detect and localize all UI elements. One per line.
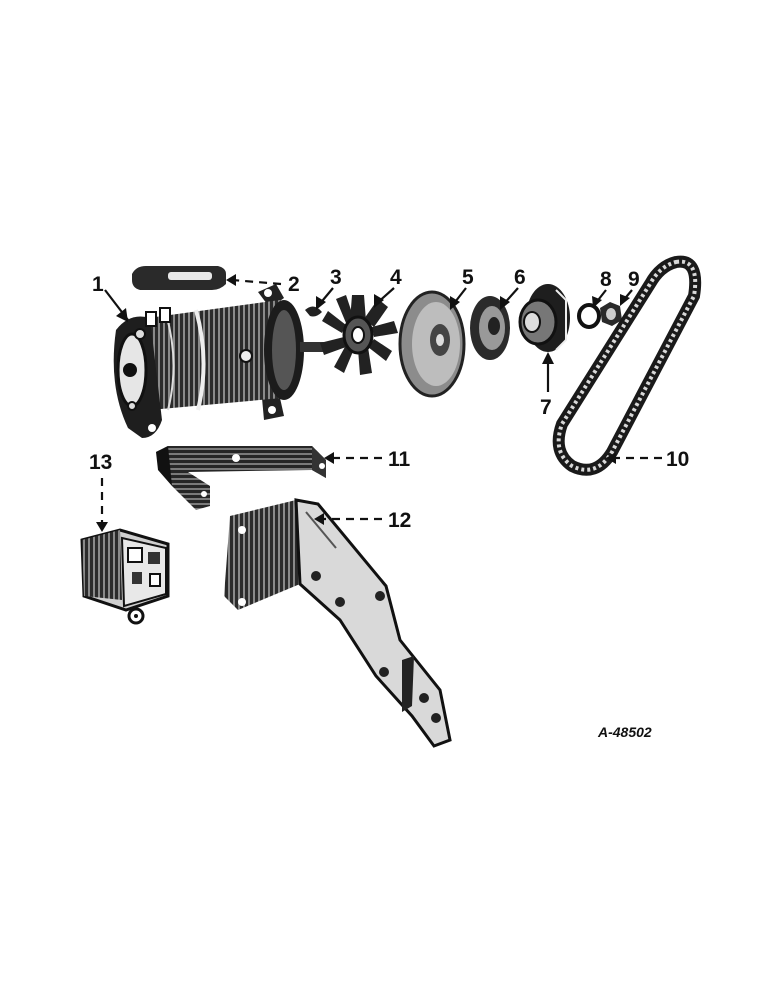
callout-6: 6 xyxy=(514,266,526,289)
callout-9: 9 xyxy=(628,268,640,291)
fan-part xyxy=(320,295,398,375)
lock-washer-part xyxy=(577,303,601,329)
mounting-bracket-part xyxy=(224,498,452,748)
regulator-part xyxy=(80,528,170,625)
callout-11: 11 xyxy=(388,448,411,471)
callout-1: 1 xyxy=(92,273,104,296)
callout-10: 10 xyxy=(666,448,689,471)
u-bracket-part xyxy=(156,446,326,510)
woodruff-key-part xyxy=(305,306,322,317)
pulley-hub-part xyxy=(518,284,570,352)
callout-8: 8 xyxy=(600,268,612,291)
figure-id: A-48502 xyxy=(597,724,652,740)
generator-part xyxy=(113,284,324,438)
callout-12: 12 xyxy=(388,509,411,532)
leader-arrowheads xyxy=(96,274,630,532)
callout-7: 7 xyxy=(540,396,552,419)
nut-part xyxy=(600,302,622,326)
pulley-flange-part xyxy=(398,290,466,398)
callout-13: 13 xyxy=(89,451,112,474)
v-belt-part xyxy=(552,255,702,476)
callout-3: 3 xyxy=(330,266,342,289)
callout-2: 2 xyxy=(288,273,300,296)
callout-5: 5 xyxy=(462,266,474,289)
callout-4: 4 xyxy=(390,266,402,289)
pulley-spacer-part xyxy=(470,296,510,360)
key-part xyxy=(132,266,226,290)
